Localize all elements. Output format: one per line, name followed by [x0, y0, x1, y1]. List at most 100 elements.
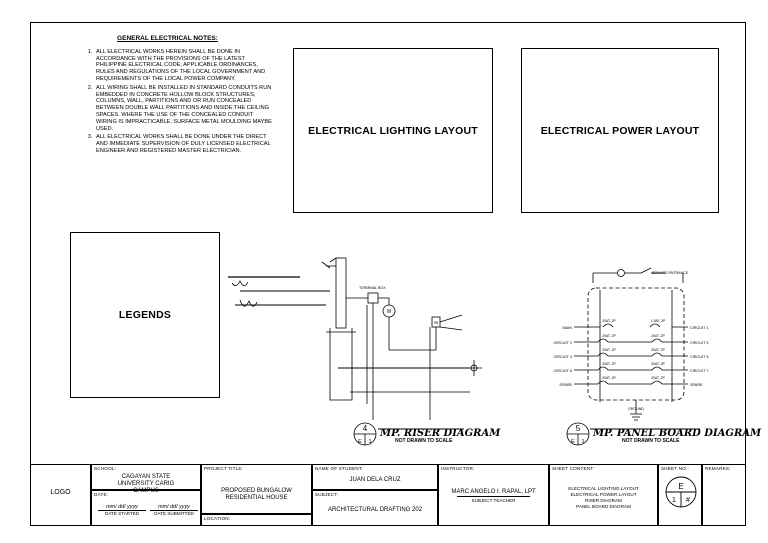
riser-sheet-number: 1 [368, 439, 371, 445]
riser-detail-number: 4 [363, 424, 368, 433]
date-submitted-label: DATE SUBMITTED [154, 511, 194, 516]
riser-conduit [378, 297, 390, 305]
subject-label: SUBJECT: [315, 492, 339, 497]
instructor-label: INSTRUCTOR: [441, 466, 475, 471]
note-item: ALL WIRING SHALL BE INSTALLED IN STANDAR… [94, 85, 275, 133]
instructor-role: SUBJECT TEACHER [471, 498, 516, 503]
panel-label: PB [434, 321, 439, 325]
title-block: LOGO SCHOOL: CAGAYAN STATE UNIVERSITY CA… [30, 464, 746, 526]
meter-label: M [387, 309, 391, 315]
sheet-number-marker: E 1 # [665, 476, 697, 508]
subject-name: ARCHITECTURAL DRAFTING 202 [327, 507, 423, 513]
sheet-content-item: ELECTRICAL POWER LAYOUT [570, 492, 637, 497]
date-started-value: mm/ dd/ yyyy [98, 504, 146, 511]
breaker-label: 1 5AT, 2P [651, 319, 666, 323]
breaker-label: 20AT, 2P [602, 334, 616, 338]
sheet-content-item: ELECTRICAL LIGHTING LAYOUT [568, 486, 639, 491]
right-circuit-label: CIRCUIT 3 [690, 341, 709, 345]
left-circuit-label: SPARE [559, 383, 572, 387]
project-label: PROJECT TITLE: [204, 466, 244, 471]
left-circuit-label: CIRCUIT 2 [554, 341, 573, 345]
right-circuit-label: CIRCUIT 1 [690, 326, 709, 330]
service-line [592, 273, 684, 283]
sheet-number: 1 [672, 497, 676, 504]
right-circuit-label: CIRCUIT 7 [690, 369, 709, 373]
pole-footing [329, 328, 353, 401]
subject-cell: SUBJECT: ARCHITECTURAL DRAFTING 202 [312, 490, 438, 526]
breaker-label: 20AT, 2P [651, 362, 665, 366]
right-circuit-label: CIRCUIT 5 [690, 355, 709, 359]
breaker-label: 20AT, 2P [651, 376, 665, 380]
service-switch [640, 267, 652, 274]
sheet-content-list: ELECTRICAL LIGHTING LAYOUT ELECTRICAL PO… [550, 486, 657, 510]
riser-sheet-letter: E [358, 439, 362, 445]
panel-detail-number: 5 [576, 424, 581, 433]
legends-title: LEGENDS [118, 309, 172, 321]
breaker-label: 20AT, 2P [602, 319, 616, 323]
riser-detail-marker [354, 433, 376, 445]
student-label: NAME OF STUDENT: [315, 466, 363, 471]
service-entrance-label: SERVICE ENTRANCE [652, 271, 689, 275]
student-name: JUAN DELA CRUZ [349, 477, 401, 483]
instructor-cell: INSTRUCTOR: MARC ANGELO I. RAPAL, LPT SU… [438, 464, 549, 526]
power-layout-panel: ELECTRICAL POWER LAYOUT [521, 48, 719, 213]
service-drop [329, 257, 337, 263]
ground-symbol [630, 413, 642, 421]
riser-callout-squiggle [231, 280, 249, 287]
terminal-box-label: TERMINAL BOX [359, 286, 386, 290]
school-label: SCHOOL: [94, 466, 117, 471]
sheet-content-label: SHEET CONTENT: [552, 466, 595, 471]
legends-panel: LEGENDS [70, 232, 220, 398]
date-submitted-value: mm/ dd/ yyyy [150, 504, 198, 511]
left-circuit-label: MAIN [563, 326, 573, 330]
sheet-content-item: RISER DIAGRAM [585, 498, 622, 503]
student-cell: NAME OF STUDENT: JUAN DELA CRUZ [312, 464, 438, 490]
lighting-layout-title: ELECTRICAL LIGHTING LAYOUT [308, 124, 478, 137]
panel-sheet-number: 1 [581, 439, 584, 445]
location-label: LOCATION: [204, 516, 231, 521]
school-name: CAGAYAN STATE UNIVERSITY CARIG CAMPUS [117, 474, 175, 494]
ground-rod-symbol [466, 360, 482, 376]
riser-scale: NOT DRAWN TO SCALE [395, 438, 453, 444]
panel-detail-marker [567, 433, 589, 445]
lighting-layout-panel: ELECTRICAL LIGHTING LAYOUT [293, 48, 493, 213]
left-circuit-label: CIRCUIT 6 [554, 369, 573, 373]
panel-enclosure [587, 287, 685, 401]
sheet-total: # [686, 497, 690, 504]
breaker-label: 20AT, 2P [602, 362, 616, 366]
riser-title: MP. RISER DIAGRAM [379, 428, 501, 439]
general-notes: GENERAL ELECTRICAL NOTES: ALL ELECTRICAL… [60, 35, 275, 157]
panel-bus [599, 290, 673, 402]
riser-conduit [389, 327, 437, 351]
breaker-label: 20AT, 2P [651, 348, 665, 352]
service-pole [335, 257, 347, 329]
sheet-content-item: PANEL BOARD DIAGRAM [576, 504, 631, 509]
date-started-label: DATE STARTED [104, 511, 140, 516]
panel-breakers [574, 323, 688, 385]
note-item: ALL ELECTRICAL WORKS HEREIN SHALL BE DON… [94, 49, 275, 83]
left-circuit-label: CIRCUIT 4 [554, 355, 573, 359]
logo-cell: LOGO [30, 464, 91, 526]
location-cell: LOCATION: [201, 514, 312, 526]
breaker-label: 20AT, 2P [602, 348, 616, 352]
note-item: ALL ELECTRICAL WORKS SHALL BE DONE UNDER… [94, 134, 275, 154]
project-title: PROPOSED BUNGALOW RESIDENTIAL HOUSE [221, 488, 292, 501]
breaker-label: 20AT, 2P [651, 334, 665, 338]
ground-label: GROUND [628, 407, 644, 411]
remarks-label: REMARKS: [705, 466, 731, 471]
sheet-content-cell: SHEET CONTENT: ELECTRICAL LIGHTING LAYOU… [549, 464, 658, 526]
sheet-number-label: SHEET NO.: [661, 466, 689, 471]
service-drop [321, 261, 336, 269]
terminal-box [367, 292, 379, 304]
panel-board-title: MP. PANEL BOARD DIAGRAM [592, 428, 762, 439]
logo: LOGO [50, 489, 71, 496]
power-layout-title: ELECTRICAL POWER LAYOUT [540, 124, 700, 137]
riser-callout-line [439, 326, 463, 331]
service-meter-symbol [617, 269, 625, 277]
riser-callout-line [439, 314, 463, 323]
date-label: DATE: [94, 492, 109, 497]
panel-sheet-letter: E [571, 439, 575, 445]
riser-callout-squiggle [239, 299, 258, 307]
project-cell: PROJECT TITLE: PROPOSED BUNGALOW RESIDEN… [201, 464, 312, 514]
